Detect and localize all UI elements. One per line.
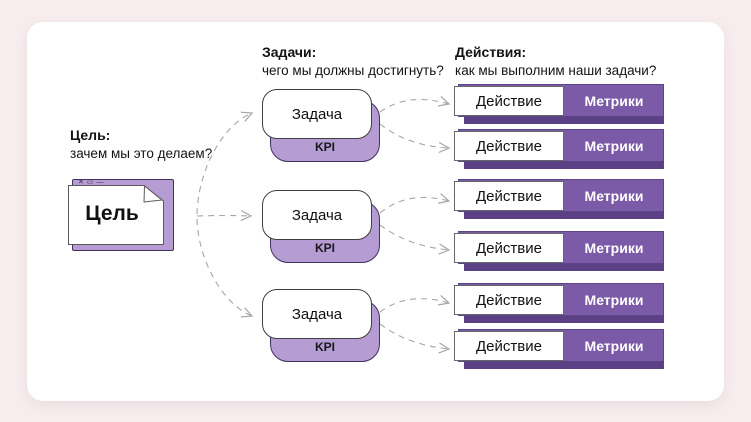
- action-row-2: Действие Метрики: [454, 129, 666, 171]
- metrics-label: Метрики: [584, 187, 644, 204]
- goal-note-label: Цель: [85, 202, 139, 225]
- folded-corner-icon: [143, 185, 163, 203]
- kpi-label: KPI: [314, 241, 335, 255]
- actions-subheading: как мы выполним наши задачи?: [455, 63, 657, 78]
- goal-subheading: зачем мы это делаем?: [70, 146, 213, 161]
- goal-window-titlebar: ✕▭—: [78, 179, 107, 187]
- task-group-3: Задача KPI: [262, 289, 382, 364]
- action-row-3: Действие Метрики: [454, 179, 666, 221]
- action-box: Действие: [454, 181, 564, 211]
- tasks-heading: Задачи:: [262, 44, 317, 60]
- action-row-6: Действие Метрики: [454, 329, 666, 371]
- action-row-4: Действие Метрики: [454, 231, 666, 273]
- goal-note-group: ✕▭— Цель: [68, 179, 174, 251]
- metrics-label: Метрики: [584, 337, 644, 354]
- task-box: Задача: [262, 190, 372, 240]
- window-icon: ▭: [86, 179, 97, 186]
- task-box: Задача: [262, 89, 372, 139]
- action-row-1: Действие Метрики: [454, 84, 666, 126]
- action-row-5: Действие Метрики: [454, 283, 666, 325]
- goal-note-paper: [68, 185, 164, 245]
- task-group-1: Задача KPI: [262, 89, 382, 164]
- metrics-label: Метрики: [584, 92, 644, 109]
- task-box: Задача: [262, 289, 372, 339]
- action-box: Действие: [454, 131, 564, 161]
- kpi-label: KPI: [314, 140, 335, 154]
- action-box: Действие: [454, 331, 564, 361]
- goal-heading: Цель:: [70, 127, 111, 143]
- tasks-subheading: чего мы должны достигнуть?: [262, 63, 444, 78]
- action-box: Действие: [454, 86, 564, 116]
- actions-heading: Действия:: [455, 44, 527, 60]
- action-box: Действие: [454, 285, 564, 315]
- task-group-2: Задача KPI: [262, 190, 382, 265]
- actions-header-block: Действия: как мы выполним наши задачи?: [455, 44, 656, 79]
- metrics-label: Метрики: [584, 137, 644, 154]
- metrics-label: Метрики: [584, 239, 644, 256]
- tasks-header-block: Задачи: чего мы должны достигнуть?: [262, 44, 444, 79]
- metrics-label: Метрики: [584, 291, 644, 308]
- minimize-icon: —: [96, 179, 107, 186]
- kpi-label: KPI: [314, 340, 335, 354]
- close-icon: ✕: [78, 179, 87, 186]
- action-box: Действие: [454, 233, 564, 263]
- goal-header-block: Цель: зачем мы это делаем?: [70, 127, 212, 162]
